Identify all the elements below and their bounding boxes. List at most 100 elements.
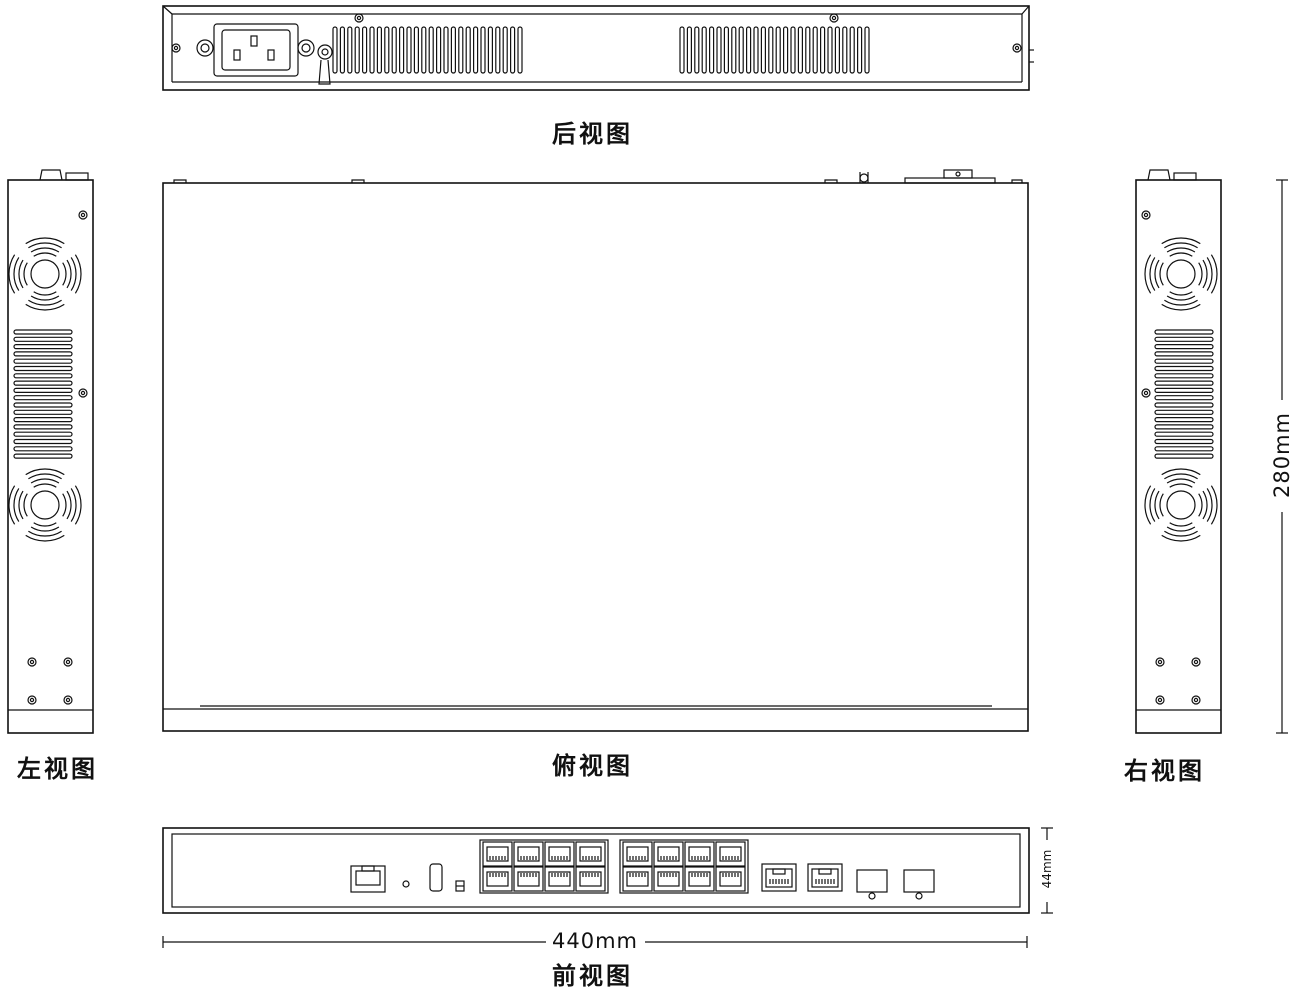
vent-slot bbox=[856, 26, 863, 74]
fan-arc bbox=[1144, 254, 1152, 294]
vent-slot bbox=[768, 26, 774, 74]
vent-slot bbox=[701, 26, 707, 74]
vent-slot bbox=[458, 26, 464, 74]
front-view-label: 前视图 bbox=[552, 962, 633, 990]
fan-arc bbox=[1198, 493, 1203, 517]
side-slot bbox=[13, 417, 73, 423]
vent-slot bbox=[723, 26, 730, 74]
vent-slot bbox=[797, 26, 804, 74]
vent-slot bbox=[413, 26, 419, 74]
vent-slot bbox=[805, 26, 811, 74]
vent-slot bbox=[347, 26, 353, 74]
fan-arc bbox=[30, 295, 60, 301]
rear-vent-group bbox=[332, 26, 523, 74]
vent-slot bbox=[686, 26, 693, 74]
sfp-slot bbox=[903, 869, 935, 900]
rj45-port bbox=[544, 866, 575, 892]
rj45-port-group bbox=[479, 839, 609, 894]
rear-screw bbox=[354, 13, 364, 23]
left-screw bbox=[63, 695, 73, 705]
fan-arc bbox=[1210, 254, 1218, 294]
fan-grille bbox=[8, 468, 82, 542]
vent-slot bbox=[480, 26, 486, 74]
vent-slot bbox=[716, 26, 722, 74]
side-slot bbox=[13, 424, 73, 430]
fan-arc bbox=[1161, 534, 1201, 542]
vent-slot bbox=[679, 26, 685, 74]
vent-slot bbox=[738, 26, 744, 74]
side-slot bbox=[13, 395, 73, 401]
vent-slot bbox=[473, 26, 479, 74]
fan-arc bbox=[8, 254, 16, 294]
rj45-port bbox=[513, 866, 544, 892]
fan-arc bbox=[1161, 468, 1201, 476]
rj45-port bbox=[575, 866, 606, 892]
uplink-ports bbox=[761, 863, 843, 892]
side-slot bbox=[1154, 438, 1214, 445]
fan-arc bbox=[1210, 485, 1218, 525]
vent-slot bbox=[487, 26, 493, 74]
fan-arc bbox=[25, 468, 65, 476]
vent-slot bbox=[819, 26, 826, 74]
side-slot bbox=[1154, 409, 1214, 415]
fan-arc bbox=[1159, 262, 1164, 286]
fan-arc bbox=[1169, 522, 1193, 527]
side-slot bbox=[1154, 402, 1214, 408]
side-slot bbox=[13, 344, 73, 350]
vent-slot bbox=[406, 26, 412, 74]
rj45-frame bbox=[479, 839, 609, 894]
fan-arc bbox=[13, 488, 20, 522]
fan-arc bbox=[1166, 295, 1196, 301]
fan-arc bbox=[1166, 247, 1196, 253]
rj45-port bbox=[482, 841, 513, 867]
fan-arc bbox=[62, 493, 67, 517]
fan-arc bbox=[28, 530, 62, 537]
ground-terminal bbox=[317, 44, 333, 85]
fan-arc bbox=[62, 262, 67, 286]
fan-arc bbox=[33, 483, 57, 488]
depth-dimension-label: 280mm bbox=[1270, 400, 1294, 510]
side-slot bbox=[1154, 351, 1214, 357]
rj45-port bbox=[715, 866, 746, 892]
left-side-view bbox=[7, 169, 94, 734]
vent-slot bbox=[339, 26, 345, 74]
left-screw bbox=[27, 695, 37, 705]
fan-arc bbox=[1149, 488, 1156, 522]
vent-slot bbox=[694, 26, 700, 74]
fan-arc bbox=[33, 522, 57, 527]
fan-arc bbox=[28, 473, 62, 480]
fan-arc bbox=[8, 485, 16, 525]
fan-arc bbox=[25, 237, 65, 245]
dimension-height-line bbox=[1041, 827, 1053, 914]
side-slot bbox=[1154, 358, 1214, 364]
right-screw bbox=[1155, 657, 1165, 667]
rj45-port bbox=[684, 866, 715, 892]
fan-arc bbox=[1202, 259, 1208, 289]
led-indicator bbox=[455, 880, 465, 892]
left-screw bbox=[78, 210, 88, 220]
vent-slot bbox=[731, 26, 737, 74]
fan-arc bbox=[30, 247, 60, 253]
fan-arc bbox=[1164, 242, 1198, 249]
side-slot bbox=[1154, 395, 1214, 401]
uplink-rj45-port bbox=[761, 863, 797, 892]
vent-slot bbox=[790, 26, 796, 74]
rear-screw bbox=[829, 13, 839, 23]
left-screw bbox=[63, 657, 73, 667]
vent-slot bbox=[399, 26, 405, 74]
vent-slot bbox=[708, 26, 715, 74]
rj45-port bbox=[544, 841, 575, 867]
vent-slot bbox=[834, 26, 841, 74]
fan-arc bbox=[1154, 490, 1160, 520]
fan-arc bbox=[74, 485, 82, 525]
vent-slot bbox=[745, 26, 752, 74]
side-slot bbox=[13, 336, 73, 342]
rear-vent-group bbox=[679, 26, 870, 74]
right-screw bbox=[1141, 210, 1151, 220]
fan-arc bbox=[1166, 526, 1196, 532]
fan-arc bbox=[1206, 257, 1213, 291]
side-slot bbox=[13, 409, 73, 415]
fan-arc bbox=[1159, 493, 1164, 517]
uplink-rj45-port bbox=[807, 863, 843, 892]
side-slot bbox=[13, 438, 73, 445]
